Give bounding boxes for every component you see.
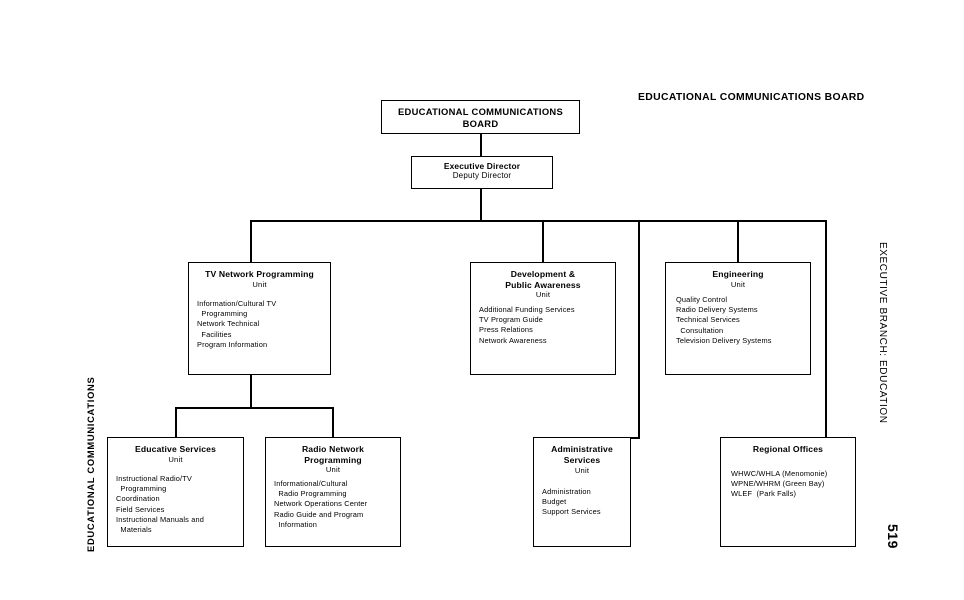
- connector-drop-educative: [175, 407, 177, 437]
- node-executive-director-title: Executive Director: [443, 161, 521, 171]
- node-development-public-awareness-title: Development &Public Awareness: [505, 269, 581, 290]
- node-regional-offices-title: Regional Offices: [752, 444, 824, 454]
- node-engineering-subtitle: Unit: [730, 280, 746, 289]
- node-executive-director[interactable]: Executive Director Deputy Director: [411, 156, 553, 189]
- connector-sub-bus: [175, 407, 333, 409]
- connector-drop-regional: [825, 220, 827, 437]
- connector-drop-radio-network: [332, 407, 334, 437]
- page-number: 519: [885, 524, 901, 549]
- node-engineering-title: Engineering: [712, 269, 764, 279]
- node-tv-network-programming[interactable]: TV Network Programming Unit Information/…: [188, 262, 331, 375]
- page-header-title: EDUCATIONAL COMMUNICATIONS BOARD: [638, 92, 865, 103]
- node-regional-offices[interactable]: Regional Offices WHWC/WHLA (Menomonie)WP…: [720, 437, 856, 547]
- running-head-right: EXECUTIVE BRANCH: EDUCATION: [877, 242, 888, 424]
- node-radio-network-programming-subtitle: Unit: [325, 465, 341, 474]
- connector-drop-administrative: [638, 220, 640, 437]
- node-administrative-services-subtitle: Unit: [574, 466, 590, 475]
- connector-tv-network-down: [250, 375, 252, 408]
- node-administrative-services[interactable]: Administrative Services Unit Administrat…: [533, 437, 631, 547]
- connector-drop-engineering: [737, 220, 739, 262]
- connector-main-bus: [250, 220, 826, 222]
- node-educative-services[interactable]: Educative Services Unit Instructional Ra…: [107, 437, 244, 547]
- running-head-left: EDUCATIONAL COMMUNICATIONS: [85, 376, 96, 552]
- connector-exec-down: [480, 189, 482, 221]
- node-board[interactable]: EDUCATIONAL COMMUNICATIONS BOARD: [381, 100, 580, 134]
- node-radio-network-programming-items: Informational/Cultural Radio Programming…: [274, 479, 368, 529]
- node-educative-services-subtitle: Unit: [168, 455, 183, 464]
- node-development-public-awareness-subtitle: Unit: [535, 290, 551, 299]
- node-board-title: EDUCATIONAL COMMUNICATIONS BOARD: [397, 106, 564, 129]
- node-educative-services-title: Educative Services: [134, 444, 217, 454]
- connector-board-to-exec: [480, 134, 482, 156]
- node-tv-network-programming-subtitle: Unit: [252, 280, 267, 289]
- node-tv-network-programming-title: TV Network Programming: [205, 269, 314, 279]
- node-administrative-services-title: Administrative Services: [551, 444, 613, 465]
- node-development-public-awareness[interactable]: Development &Public Awareness Unit Addit…: [470, 262, 616, 375]
- node-regional-offices-items: WHWC/WHLA (Menomonie)WPNE/WHRM (Green Ba…: [731, 469, 828, 499]
- connector-drop-development: [542, 220, 544, 262]
- connector-drop-tv-network: [250, 220, 252, 262]
- node-executive-director-subtitle: Deputy Director: [452, 171, 512, 180]
